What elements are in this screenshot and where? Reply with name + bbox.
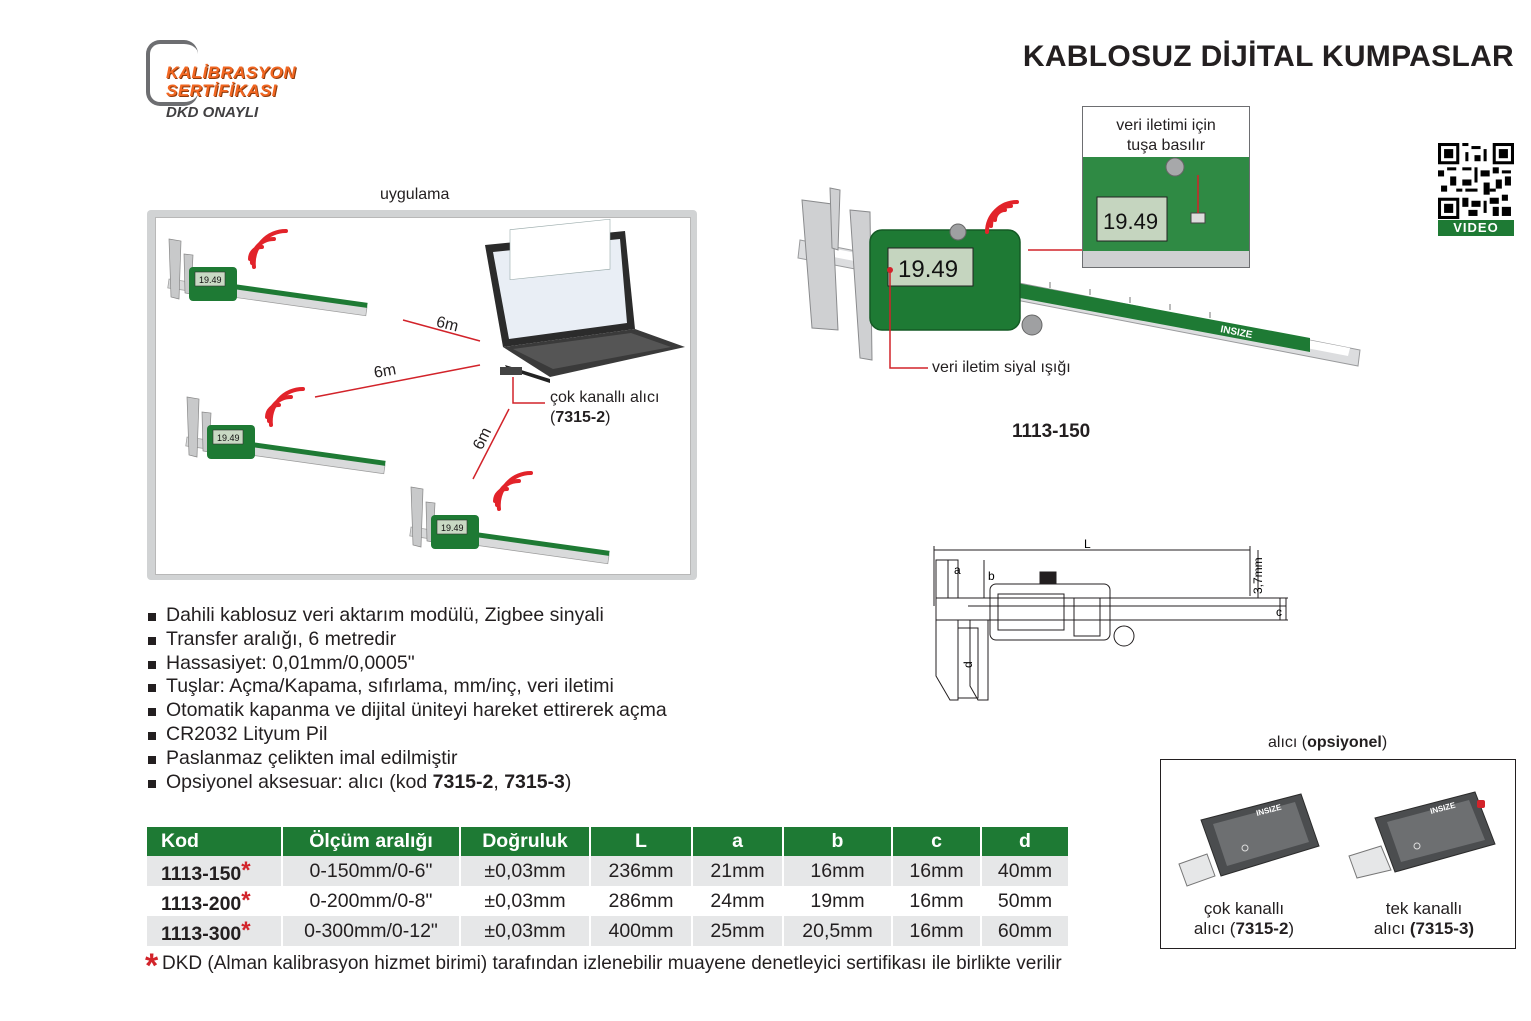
signal-waves-icon-product — [985, 200, 1019, 234]
dimension-diagram: L a b c d 3,7mm — [933, 537, 1288, 701]
logo-line-1: KALİBRASYON — [166, 63, 297, 82]
receiver-caption: alıcı (opsiyonel) — [1268, 734, 1388, 751]
diagram-label-b: b — [988, 569, 995, 583]
receiver-label-multi: çok kanallı alıcı (7315-2) — [1193, 899, 1295, 938]
application-illustration: 19.49 — [167, 218, 685, 565]
signal-waves-icon-1 — [248, 228, 288, 269]
logo-subtitle: DKD ONAYLI — [166, 104, 259, 121]
feature-list: Dahili kablosuz veri aktarım modülü, Zig… — [148, 604, 667, 794]
feature-item: Transfer aralığı, 6 metredir — [148, 628, 667, 652]
caliper-1 — [167, 238, 369, 317]
diagram-label-a: a — [954, 563, 961, 577]
caliper-2 — [185, 396, 387, 475]
table-header-row: Kod Ölçüm aralığı Doğruluk L a b c d — [147, 827, 1070, 856]
spec-table: Kod Ölçüm aralığı Doğruluk L a b c d 111… — [147, 827, 1070, 946]
laptop-icon — [485, 218, 685, 383]
feature-item: Tuşlar: Açma/Kapama, sıfırlama, mm/inç, … — [148, 675, 667, 699]
receiver-panel: INSIZE INSIZE çok kanallı alıcı (7315-2)… — [1160, 759, 1516, 949]
receiver-label-single: tek kanallı alıcı (7315-3) — [1373, 899, 1475, 938]
logo-frame — [146, 40, 198, 106]
svg-text:19.49: 19.49 — [1103, 209, 1158, 234]
column-header: b — [783, 827, 893, 856]
usb-receiver-icon — [500, 367, 522, 375]
product-model: 1113-150 — [1012, 421, 1091, 442]
feature-item: Hassasiyet: 0,01mm/0,0005" — [148, 652, 667, 676]
footnote-star: * — [145, 947, 159, 985]
table-row: 1113-200* 0-200mm/0-8" ±0,03mm 286mm 24m… — [147, 886, 1070, 916]
display-reading: 19.49 — [898, 256, 958, 283]
page-title: KABLOSUZ DİJİTAL KUMPASLAR — [1022, 40, 1514, 73]
footnote: * DKD (Alman kalibrasyon hizmet birimi) … — [145, 947, 1062, 985]
multi-channel-receiver-icon: INSIZE — [1178, 793, 1320, 887]
column-header: L — [590, 827, 693, 856]
table-row: 1113-150* 0-150mm/0-6" ±0,03mm 236mm 21m… — [147, 856, 1070, 886]
column-header: Doğruluk — [460, 827, 591, 856]
logo-line-2: SERTİFİKASI — [166, 81, 277, 100]
column-header: d — [981, 827, 1070, 856]
receiver-callout: çok kanallı alıcı (7315-2) — [550, 389, 660, 426]
qr-code-icon[interactable] — [1438, 143, 1514, 219]
diagram-label-thickness: 3,7mm — [1251, 557, 1265, 594]
caliper-product-image: 19.49 INSIZE — [797, 187, 1361, 369]
button-closeup-image: 19.49 — [1083, 157, 1249, 267]
feature-item: Otomatik kapanma ve dijital üniteyi hare… — [148, 699, 667, 723]
distance-label-2: 6m — [372, 361, 398, 382]
column-header: c — [892, 827, 982, 856]
button-callout-line1: veri iletimi için — [1116, 117, 1216, 134]
button-callout-line2: tuşa basılır — [1126, 137, 1206, 154]
feature-item: Dahili kablosuz veri aktarım modülü, Zig… — [148, 604, 667, 628]
application-caption: uygulama — [380, 186, 450, 203]
column-header: Kod — [147, 827, 283, 856]
feature-item: CR2032 Lityum Pil — [148, 723, 667, 747]
button-closeup-panel: veri iletimi için tuşa basılır 19.49 — [1082, 106, 1250, 268]
diagram-label-L: L — [1084, 537, 1091, 551]
led-callout: veri iletim siyal ışığı — [932, 359, 1071, 376]
diagram-label-c: c — [1276, 605, 1282, 619]
receiver-images: INSIZE INSIZE — [1178, 791, 1496, 887]
feature-item-accessory: Opsiyonel aksesuar: alıcı (kod 7315-2, 7… — [148, 771, 667, 795]
caliper-3 — [409, 486, 611, 565]
single-channel-receiver-icon: INSIZE — [1348, 791, 1496, 879]
signal-waves-icon-2 — [265, 386, 305, 427]
diagram-label-d: d — [961, 661, 975, 668]
video-label[interactable]: VIDEO — [1438, 220, 1514, 236]
signal-waves-icon-3 — [493, 470, 533, 511]
table-row: 1113-300* 0-300mm/0-12" ±0,03mm 400mm 25… — [147, 916, 1070, 946]
column-header: Ölçüm aralığı — [282, 827, 461, 856]
led-indicator-icon — [887, 267, 893, 273]
feature-item: Paslanmaz çelikten imal edilmiştir — [148, 747, 667, 771]
column-header: a — [692, 827, 784, 856]
